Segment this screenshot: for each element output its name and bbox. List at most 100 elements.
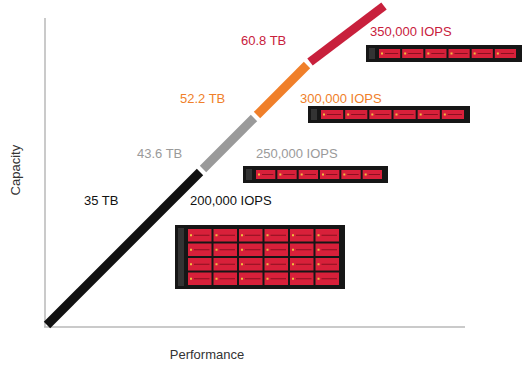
drive-led <box>323 114 325 116</box>
drive-bay <box>363 170 382 179</box>
drive-handle <box>296 278 312 279</box>
drive-led <box>381 53 383 55</box>
drive-handle <box>322 249 338 250</box>
chassis-ear <box>311 109 317 120</box>
drive-bay <box>345 110 367 119</box>
drive-handle <box>347 174 358 175</box>
drive-bay <box>379 49 400 58</box>
drive-led <box>241 249 243 251</box>
drive-bay <box>299 170 318 179</box>
drive-led <box>241 263 243 265</box>
server-chassis <box>175 225 345 289</box>
drive-led <box>267 263 269 265</box>
drive-bay <box>290 258 314 271</box>
drive-led <box>216 263 218 265</box>
drive-handle <box>408 53 421 54</box>
drive-handle <box>194 264 210 265</box>
drive-handle <box>245 249 261 250</box>
drive-handle <box>245 264 261 265</box>
chassis-ear <box>369 48 375 59</box>
drive-bay <box>290 229 314 242</box>
drive-handle <box>322 278 338 279</box>
drive-led <box>216 249 218 251</box>
drive-bay <box>214 229 238 242</box>
drive-handle <box>220 264 236 265</box>
drive-bay <box>495 49 516 58</box>
drive-led <box>318 249 320 251</box>
drive-handle <box>245 278 261 279</box>
drive-bay <box>265 258 289 271</box>
iops-label: 250,000 IOPS <box>256 147 338 161</box>
axis-title: Performance <box>170 348 244 362</box>
iops-label: 350,000 IOPS <box>370 25 452 39</box>
drive-led <box>267 234 269 236</box>
drive-led <box>292 234 294 236</box>
drive-bay <box>341 170 360 179</box>
capacity-label: 52.2 TB <box>180 92 225 106</box>
drive-bay <box>425 49 446 58</box>
drive-bay <box>316 273 340 286</box>
drive-led <box>279 174 281 176</box>
capacity-label: 43.6 TB <box>137 147 182 161</box>
drive-handle <box>271 249 287 250</box>
axis-title: Capacity <box>9 145 23 196</box>
drive-led <box>258 174 260 176</box>
drive-handle <box>424 114 438 115</box>
drive-handle <box>327 114 341 115</box>
y-axis <box>44 18 46 327</box>
drive-led <box>365 174 367 176</box>
drive-handle <box>375 114 389 115</box>
drive-bay <box>239 229 263 242</box>
drive-led <box>190 278 192 280</box>
drive-handle <box>194 249 210 250</box>
drive-led <box>190 263 192 265</box>
drive-bay <box>449 49 470 58</box>
drive-led <box>318 278 320 280</box>
drive-bay <box>316 229 340 242</box>
drive-led <box>420 114 422 116</box>
drive-led <box>318 234 320 236</box>
drive-led <box>451 53 453 55</box>
drive-handle <box>296 249 312 250</box>
drive-handle <box>220 235 236 236</box>
drive-handle <box>271 264 287 265</box>
drive-handle <box>283 174 294 175</box>
drive-handle <box>431 53 444 54</box>
drive-led <box>267 249 269 251</box>
drive-led <box>292 249 294 251</box>
drive-led <box>444 114 446 116</box>
drive-handle <box>369 174 380 175</box>
drive-led <box>190 234 192 236</box>
drive-led <box>322 174 324 176</box>
drive-bay <box>265 273 289 286</box>
drive-led <box>404 53 406 55</box>
drive-handle <box>326 174 337 175</box>
drive-handle <box>220 249 236 250</box>
drive-led <box>347 114 349 116</box>
drive-led <box>216 234 218 236</box>
drive-bay <box>188 258 212 271</box>
drive-bay <box>321 110 343 119</box>
drive-led <box>371 114 373 116</box>
drive-led <box>396 114 398 116</box>
server-chassis <box>308 106 470 123</box>
drive-bay <box>265 229 289 242</box>
drive-bay <box>402 49 423 58</box>
drive-handle <box>194 235 210 236</box>
drive-handle <box>245 235 261 236</box>
drive-bay <box>256 170 275 179</box>
drive-bay <box>320 170 339 179</box>
drive-handle <box>455 53 468 54</box>
chassis-ear <box>178 228 184 286</box>
drive-led <box>427 53 429 55</box>
server-chassis <box>366 45 522 62</box>
drive-handle <box>322 235 338 236</box>
iops-label: 200,000 IOPS <box>190 194 272 208</box>
drive-handle <box>220 278 236 279</box>
drive-led <box>241 278 243 280</box>
drive-led <box>267 278 269 280</box>
server-chassis <box>243 166 388 183</box>
trend-grey <box>203 118 254 169</box>
x-axis <box>44 326 465 328</box>
